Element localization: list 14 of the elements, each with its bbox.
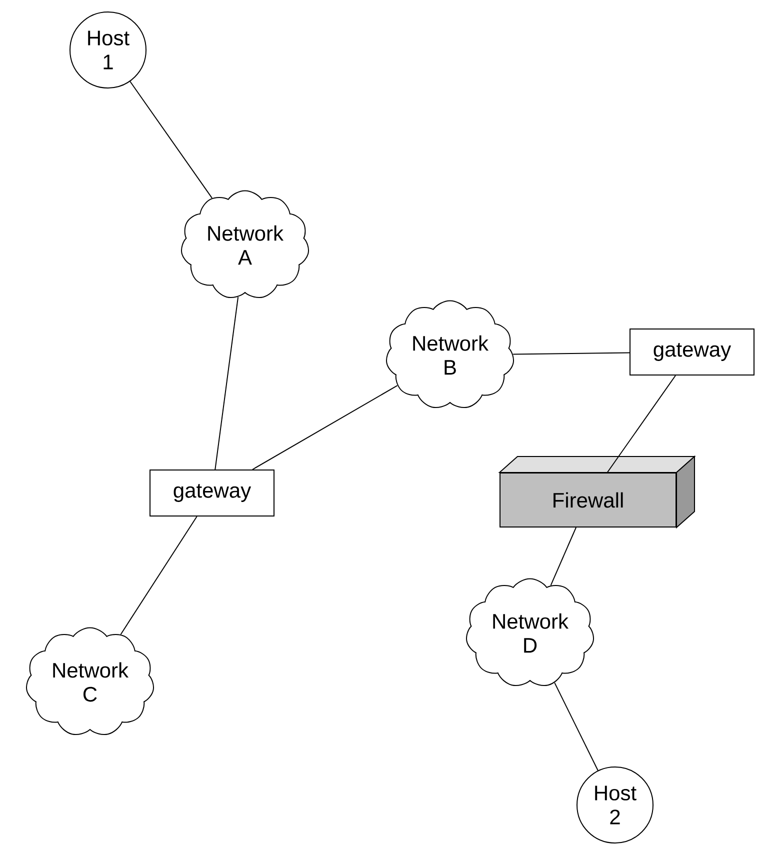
gateway-box: gateway [150,470,274,516]
network-cloud: Network D [466,578,594,686]
connection-line [120,516,198,635]
network-cloud: Network A [181,190,309,298]
connection-line [512,352,630,355]
connection-line [554,682,598,771]
network-cloud: Network C [26,627,154,735]
connection-line [606,375,676,473]
gateway-box: gateway [630,328,754,376]
network-cloud: Network B [386,300,514,408]
connection-line [130,81,213,199]
connection-line [214,296,239,470]
connection-line [550,527,577,586]
connection-line [252,385,398,470]
